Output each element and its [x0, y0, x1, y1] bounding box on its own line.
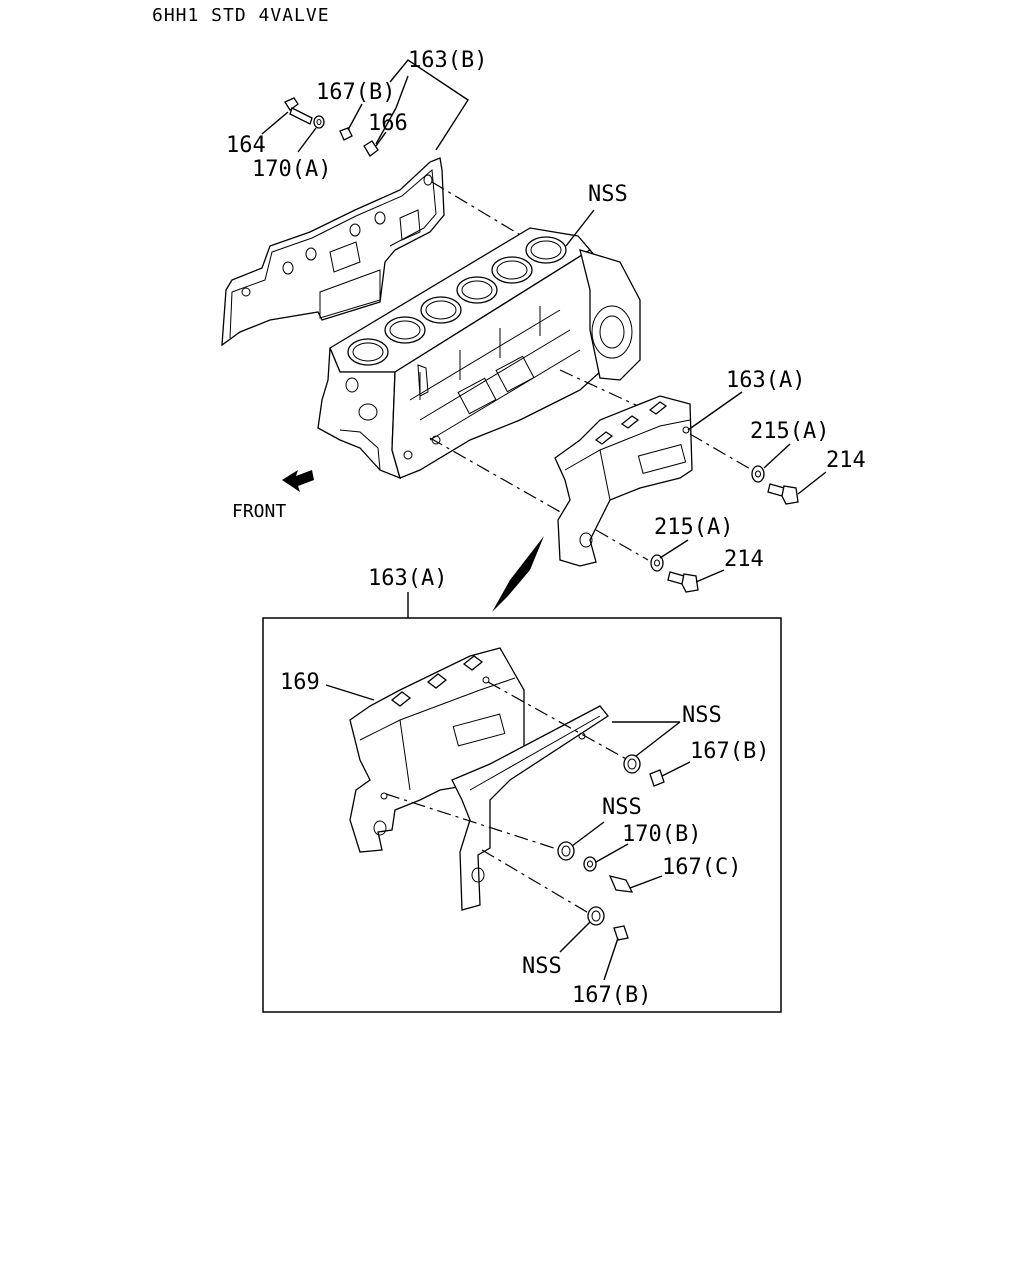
front-arrow-icon — [282, 470, 314, 492]
bolt-214-upper — [767, 483, 799, 505]
callout-214-lower: 214 — [724, 547, 764, 572]
sleeve-166 — [363, 140, 379, 157]
callout-167c: 167(C) — [662, 855, 741, 880]
callout-163a-main: 163(A) — [726, 368, 805, 393]
dowel-167b-detail-2 — [613, 925, 629, 941]
callout-164: 164 — [226, 133, 266, 158]
callout-170b: 170(B) — [622, 822, 701, 847]
diagram-title: 6HH1 STD 4VALVE — [152, 5, 330, 26]
callout-nss-block: NSS — [588, 182, 628, 207]
callout-167b-top: 167(B) — [316, 80, 395, 105]
washer-170b — [583, 856, 597, 872]
callout-nss-2: NSS — [602, 795, 642, 820]
callout-170a: 170(A) — [252, 157, 331, 182]
callout-163b: 163(B) — [408, 48, 487, 73]
callout-nss-3: NSS — [522, 954, 562, 979]
detail-line-3 — [481, 849, 593, 916]
callout-167b-detail-1: 167(B) — [690, 739, 769, 764]
assembly-line-2 — [429, 437, 579, 523]
leader-lines — [261, 59, 827, 981]
dowel-167b-detail-1 — [649, 769, 665, 787]
nss-bushing-1 — [623, 754, 641, 774]
callout-215a-lower: 215(A) — [654, 515, 733, 540]
assembly-line-5 — [689, 433, 753, 471]
callout-166: 166 — [368, 111, 408, 136]
front-label: FRONT — [232, 501, 286, 522]
nss-bushing-3 — [587, 906, 605, 926]
washer-170a — [313, 115, 325, 129]
bracket-169 — [349, 647, 525, 853]
gasket-plate-163b — [221, 157, 445, 347]
bolt-214-lower — [667, 571, 699, 593]
dowel-167b-top — [339, 127, 353, 141]
callout-nss-1: NSS — [682, 703, 722, 728]
callout-167b-detail-2: 167(B) — [572, 983, 651, 1008]
assembly-line-4 — [595, 529, 649, 561]
washer-215a-lower — [650, 554, 664, 572]
callout-169: 169 — [280, 670, 320, 695]
detail-line-2 — [385, 793, 561, 851]
detail-frame — [262, 617, 782, 1013]
callout-215a-upper: 215(A) — [750, 419, 829, 444]
nss-bushing-2 — [557, 841, 575, 861]
detail-pointer — [492, 536, 544, 612]
cylinder-block — [317, 227, 641, 480]
bolt-164 — [284, 97, 313, 125]
sleeve-167c — [608, 875, 634, 893]
washer-215a-upper — [751, 465, 765, 483]
assembly-line-1 — [431, 181, 523, 237]
callout-163a-detail: 163(A) — [368, 566, 447, 591]
callout-214-upper: 214 — [826, 448, 866, 473]
bracket-163a — [554, 395, 693, 567]
